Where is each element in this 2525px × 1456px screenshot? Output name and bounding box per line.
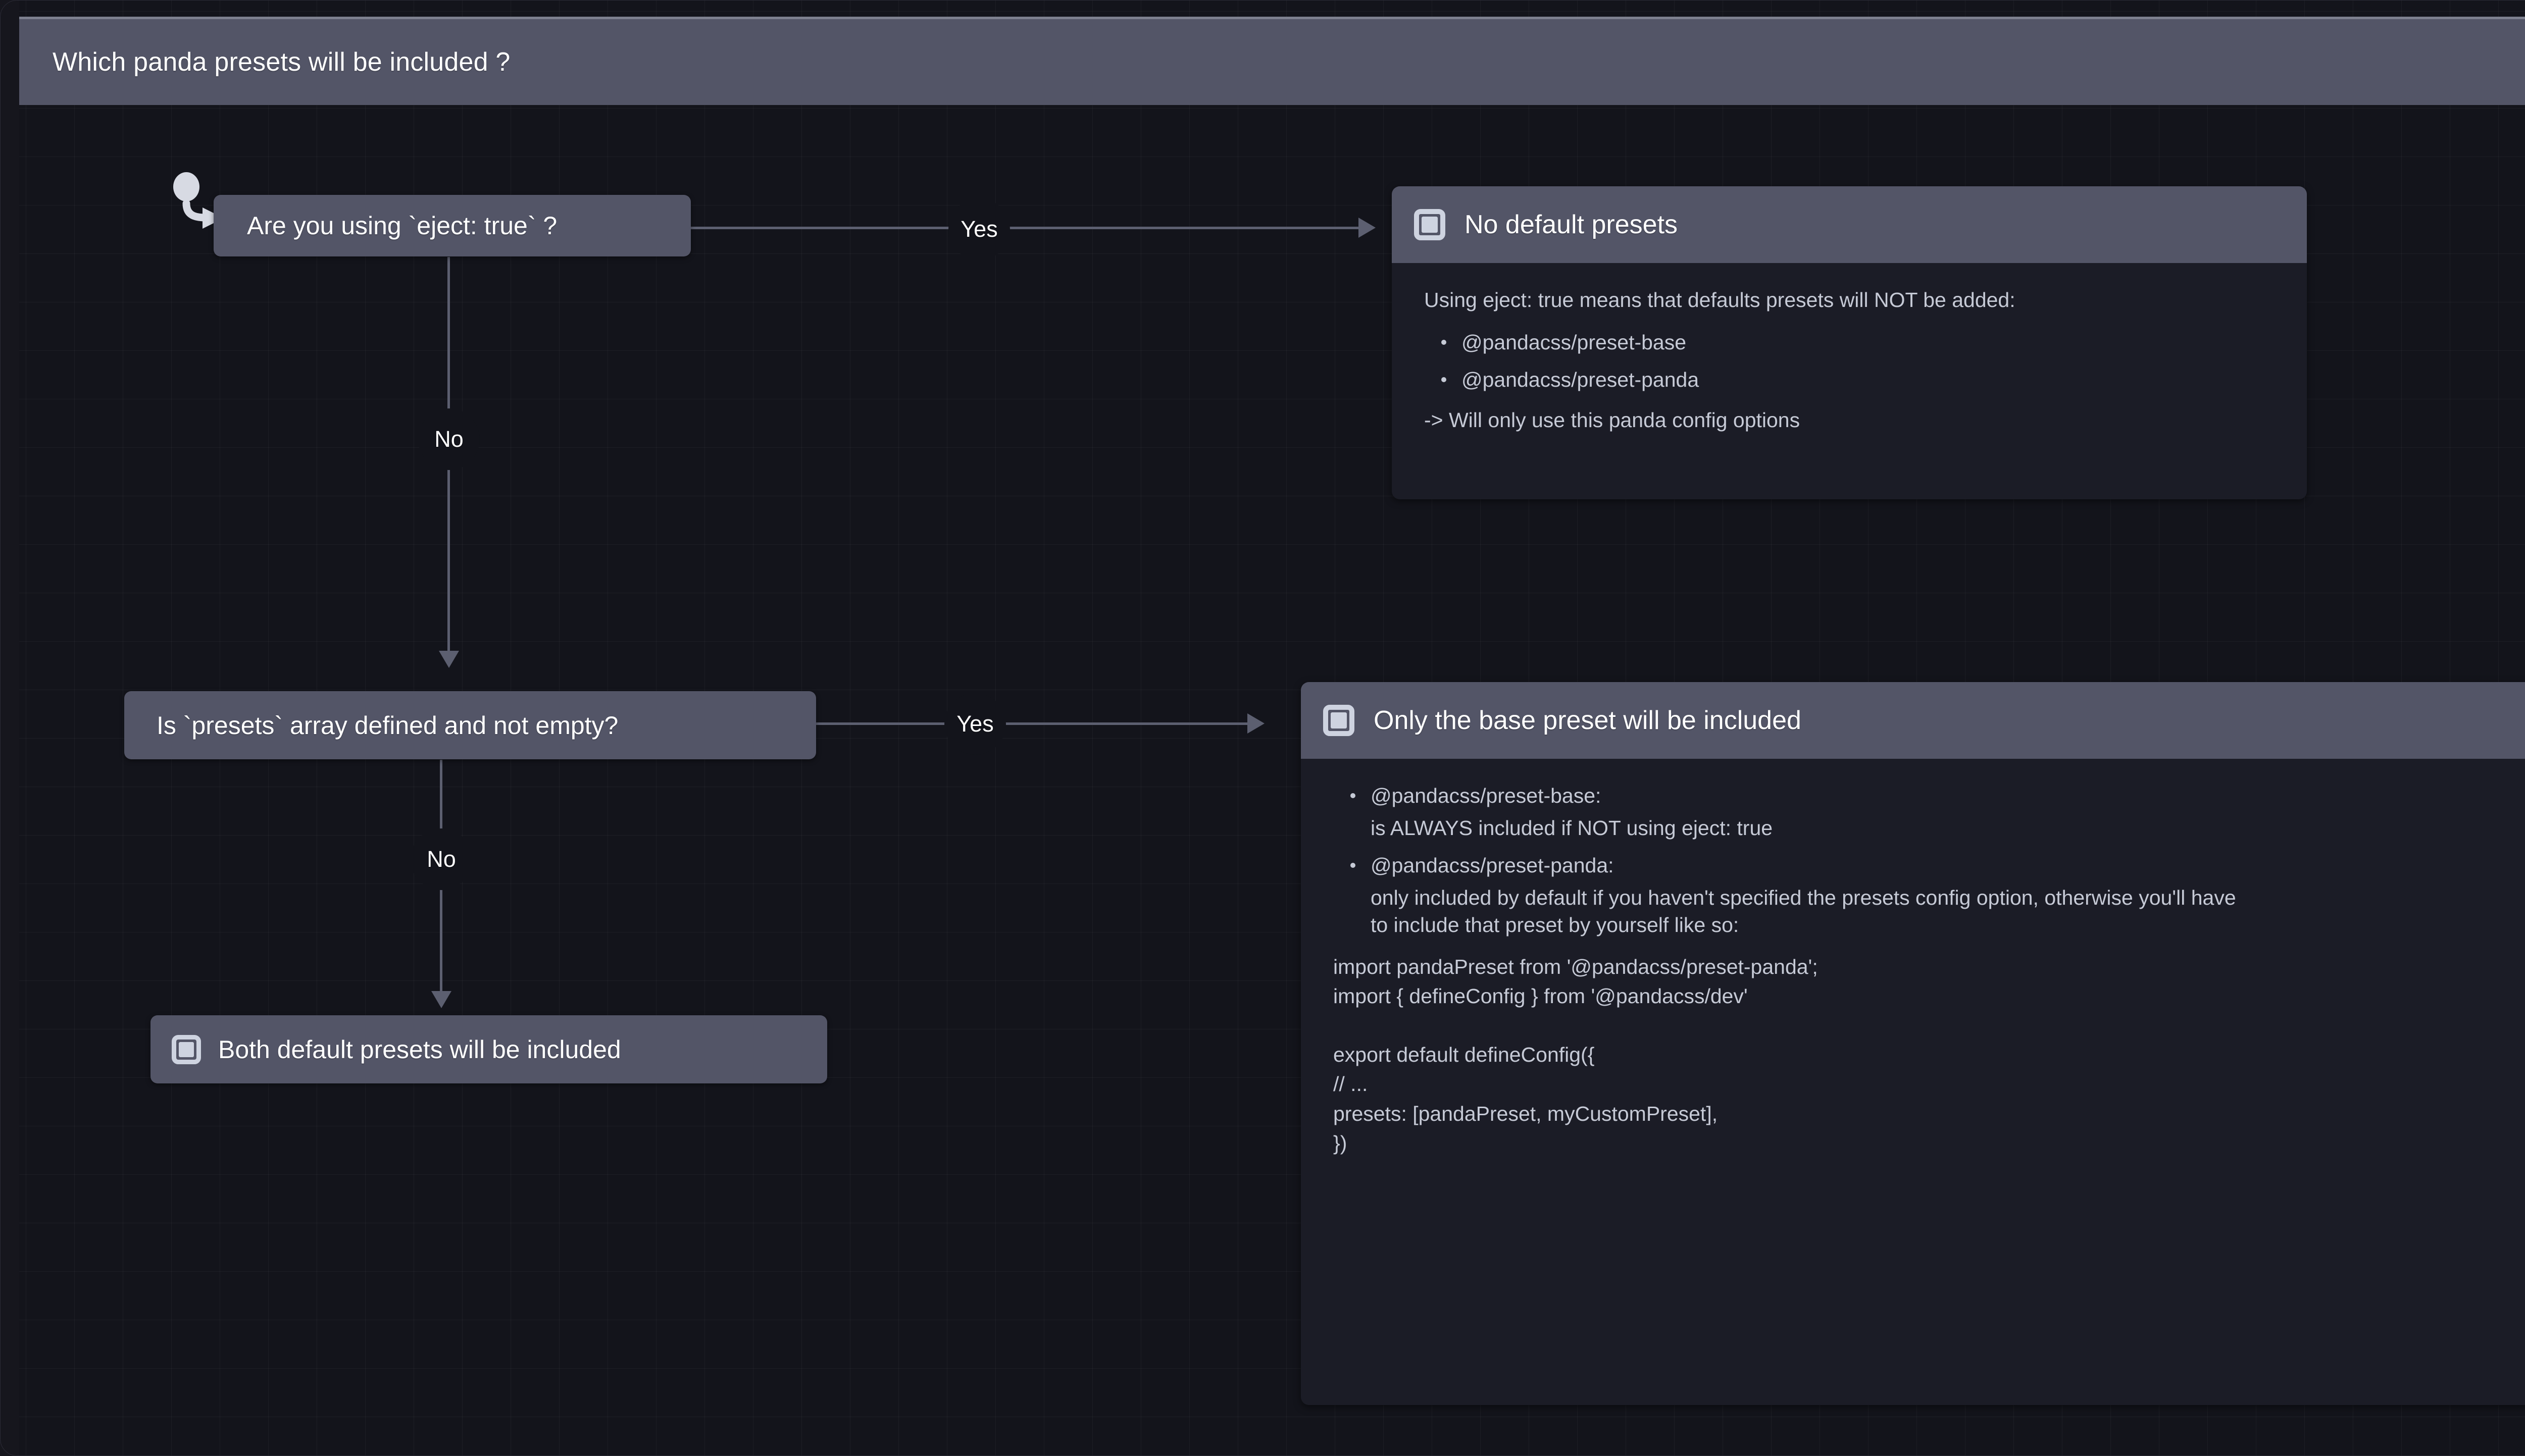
node-decision-eject-label: Are you using `eject: true` ? [247,212,558,240]
edge-label-no-presets: No [411,828,472,890]
list-item: @pandacss/preset-panda [1424,366,2275,393]
edge-presets-to-yes [797,722,951,725]
start-dot-icon [173,172,199,201]
list-item: @pandacss/preset-panda: only included by… [1333,852,2525,939]
panel-no-default-presets-body: Using eject: true means that defaults pr… [1392,263,2307,499]
arrowhead-to-nodefault [1358,218,1376,238]
preset-detail-list: @pandacss/preset-base: is ALWAYS include… [1333,782,2525,939]
panel-base-preset-only[interactable]: Only the base preset will be included @p… [1301,682,2525,1405]
panel-no-default-presets[interactable]: No default presets Using eject: true mea… [1392,186,2307,499]
preset-list: @pandacss/preset-base @pandacss/preset-p… [1424,329,2275,393]
list-item-detail: is ALWAYS included if NOT using eject: t… [1371,816,1773,840]
note-square-icon [1323,705,1354,736]
edge-label-yes-presets: Yes [944,693,1006,755]
edge-no-to-presets [447,467,450,654]
list-item: @pandacss/preset-base: is ALWAYS include… [1333,782,2525,842]
node-decision-eject[interactable]: Are you using `eject: true` ? [214,195,691,256]
edge-eject-to-yes [672,227,955,229]
node-result-both-presets[interactable]: Both default presets will be included [150,1015,827,1083]
edge-yes-to-nodefault [991,227,1368,229]
edge-presets-to-no [440,760,442,833]
arrowhead-to-presets [439,651,459,668]
arrowhead-to-baseonly [1247,713,1265,734]
edge-eject-to-no [447,257,450,411]
code-block: import pandaPreset from '@pandacss/prese… [1333,955,1818,1155]
panel-base-preset-only-title: Only the base preset will be included [1374,706,1801,735]
curved-arrow-icon [182,200,224,229]
edge-label-no-eject: No [418,408,480,470]
note-square-icon [172,1034,201,1064]
panel-no-default-presets-title: No default presets [1464,210,1678,239]
note-square-icon [1414,209,1445,240]
edge-yes2-to-baseonly [988,722,1255,725]
edge-label-yes-eject: Yes [948,198,1010,260]
page-title: Which panda presets will be included ? [53,47,511,77]
panel-no-default-presets-header: No default presets [1392,186,2307,263]
panel-footer-text: -> Will only use this panda config optio… [1424,408,1800,432]
edge-no2-to-both [440,887,442,996]
list-item: @pandacss/preset-base [1424,329,2275,356]
title-bar: Which panda presets will be included ? [19,17,2525,105]
flowchart-canvas[interactable]: Yes No Yes No Are you using `eject: true… [19,1,2525,1455]
list-item-detail: only included by default if you haven't … [1371,886,2236,937]
panel-base-preset-only-header: Only the base preset will be included [1301,682,2525,759]
list-item-name: @pandacss/preset-base: [1371,784,1601,807]
arrowhead-to-both [431,991,451,1008]
node-decision-presets[interactable]: Is `presets` array defined and not empty… [124,691,816,759]
node-result-both-presets-label: Both default presets will be included [218,1035,621,1064]
panel-intro-text: Using eject: true means that defaults pr… [1424,288,2015,311]
node-decision-presets-label: Is `presets` array defined and not empty… [157,711,619,740]
list-item-name: @pandacss/preset-panda: [1371,854,1614,877]
panel-base-preset-only-body: @pandacss/preset-base: is ALWAYS include… [1301,759,2525,1405]
